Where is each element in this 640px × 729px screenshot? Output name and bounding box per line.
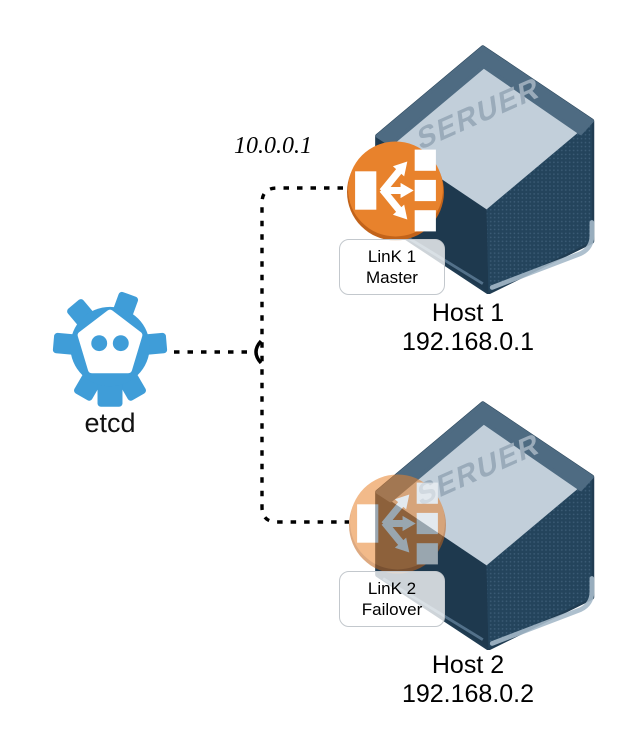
link2-label-box: LinK 2 Failover — [339, 571, 445, 627]
etcd-label: etcd — [84, 408, 136, 438]
link1-name: LinK 1 — [367, 247, 417, 266]
link2-name: LinK 2 — [367, 579, 417, 598]
load-balancer-icon-active — [347, 141, 444, 241]
link1-role: Master — [366, 268, 418, 287]
etcd-icon — [52, 291, 168, 407]
host1-caption: Host 1 192.168.0.1 — [338, 299, 598, 357]
host2-caption: Host 2 192.168.0.2 — [338, 651, 598, 709]
link1-label-box: LinK 1 Master — [339, 239, 445, 295]
host2-ip: 192.168.0.2 — [401, 680, 535, 708]
vip-address-label: 10.0.0.1 — [234, 133, 312, 159]
host2-name: Host 2 — [431, 651, 505, 679]
host1-name: Host 1 — [431, 299, 505, 327]
link2-role: Failover — [361, 600, 423, 619]
host1-ip: 192.168.0.1 — [401, 328, 535, 356]
load-balancer-icon-faded — [349, 474, 446, 574]
